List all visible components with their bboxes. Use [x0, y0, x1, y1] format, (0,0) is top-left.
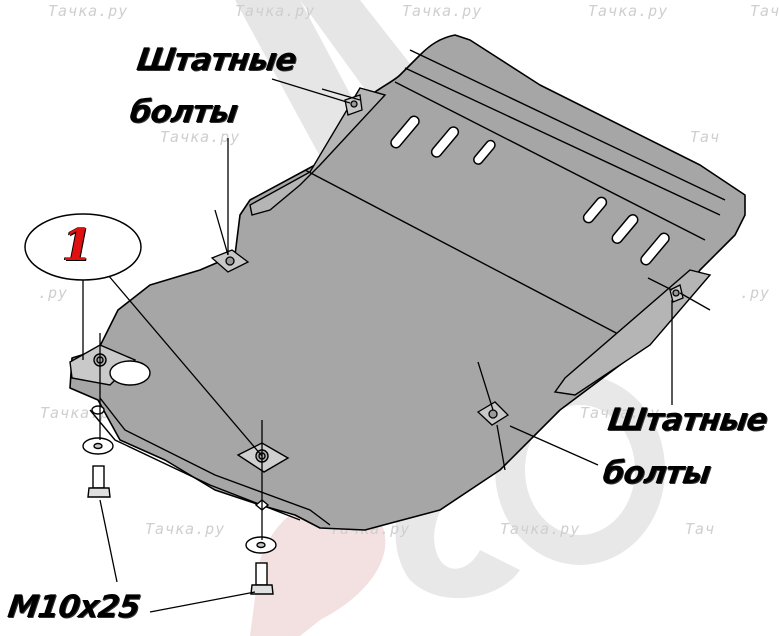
leader-lines: [82, 78, 711, 613]
front-flange: [89, 409, 301, 521]
label-fastener-size: M10x25: [5, 589, 142, 625]
bolt-head-icon: [250, 584, 274, 595]
vent-slot: [582, 196, 608, 224]
leader-line: [679, 292, 711, 311]
fastener-set-left: [82, 437, 114, 498]
flange-line: [394, 81, 706, 241]
leader-line: [214, 209, 229, 256]
label-standard-bolts-top-line1: Штатные: [134, 42, 299, 78]
fold-line: [304, 169, 621, 336]
leader-line: [271, 78, 351, 104]
bolt-head-icon: [672, 289, 680, 297]
bolt-head-icon: [488, 409, 498, 419]
fastener-set-right: [245, 536, 277, 595]
vent-slot: [473, 139, 496, 165]
front-flange: [99, 397, 331, 526]
flange-line: [404, 67, 721, 216]
flange-line: [409, 49, 726, 201]
leader-line: [107, 274, 263, 457]
bolt-head-icon: [87, 487, 111, 498]
leader-line: [647, 277, 673, 291]
label-standard-bolts-bottom-line1: Штатные: [605, 402, 770, 438]
label-standard-bolts-bottom-line2: болты: [600, 455, 713, 491]
leader-line: [321, 88, 361, 101]
washer-bore: [93, 442, 103, 450]
vent-slot: [390, 115, 420, 149]
leader-line: [99, 499, 118, 583]
vent-slot: [611, 214, 639, 244]
side-rib-right: [553, 269, 712, 396]
leader-line: [496, 424, 506, 471]
mount-hole: [91, 405, 105, 415]
callout-ellipse: [24, 213, 142, 281]
vent-slot: [640, 232, 670, 266]
washer-bore: [256, 541, 266, 549]
logo-letter-e: [250, 499, 386, 636]
callout-number-1: 1: [62, 220, 93, 271]
leader-line: [509, 425, 599, 466]
label-standard-bolts-top-line2: болты: [127, 94, 240, 130]
bolt-shank-icon: [255, 562, 268, 586]
vent-slot: [430, 126, 460, 158]
leader-line: [477, 361, 494, 411]
leader-line: [149, 591, 256, 613]
bolt-head-icon: [350, 100, 358, 108]
cutout-hole: [109, 360, 151, 386]
standard-bolt-clips: [210, 94, 684, 426]
vent-slots-top: [390, 115, 496, 165]
bolt-shank-icon: [92, 465, 105, 489]
vent-slots-right: [582, 196, 670, 266]
bolt-head-icon: [225, 256, 235, 266]
side-rib-left: [249, 87, 387, 216]
